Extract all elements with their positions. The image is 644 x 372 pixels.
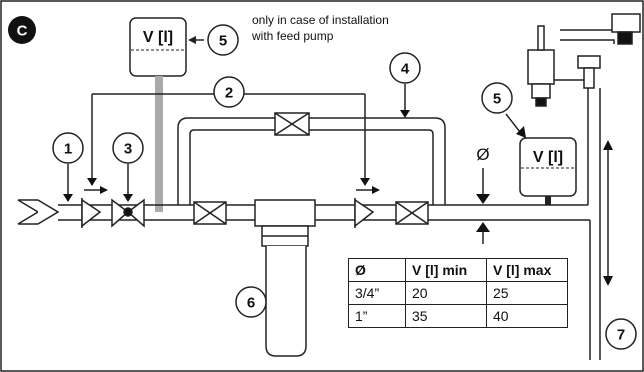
panel-badge: C xyxy=(8,16,36,44)
callout-5-top-number: 5 xyxy=(219,33,227,50)
table-header-vmax: V [l] max xyxy=(486,258,568,282)
callout-3: 3 xyxy=(112,132,144,164)
ball-valve-right xyxy=(395,201,429,225)
check-valve-1 xyxy=(81,198,102,228)
table-cell: 25 xyxy=(486,281,568,305)
callout-5-right: 5 xyxy=(481,82,513,114)
callout-7: 7 xyxy=(605,318,637,350)
height-dimension-arrow xyxy=(603,140,613,286)
panel-letter: C xyxy=(17,23,28,40)
tank-top-label: V [l] xyxy=(143,29,173,46)
leader-lines xyxy=(63,84,526,202)
callout-6: 6 xyxy=(235,286,267,318)
callout-2: 2 xyxy=(213,76,245,108)
tank-feed-pipe xyxy=(155,76,163,212)
table-row: 1” 35 40 xyxy=(348,304,568,328)
bypass-valve xyxy=(274,112,310,136)
feed-pump-note-line1: only in case of installation xyxy=(252,13,389,27)
table-cell: 40 xyxy=(486,304,568,328)
inlet-connector xyxy=(17,199,60,225)
callout-4-number: 4 xyxy=(401,61,410,78)
table-cell: 20 xyxy=(405,281,487,305)
main-pipe xyxy=(58,88,601,360)
expansion-tank-right: V [l] xyxy=(519,137,577,205)
callout-1: 1 xyxy=(52,132,84,164)
ball-valve-left xyxy=(193,201,227,225)
tank-volume-table: Ø V [l] min V [l] max 3/4” 20 25 1” 35 4… xyxy=(348,258,568,328)
table-header-row: Ø V [l] min V [l] max xyxy=(348,258,568,282)
callout-2-number: 2 xyxy=(225,85,233,102)
callout-5-top: 5 xyxy=(207,24,239,56)
table-cell: 1” xyxy=(348,304,406,328)
callout-1-number: 1 xyxy=(64,141,72,158)
table-row: 3/4” 20 25 xyxy=(348,281,568,305)
valve-3 xyxy=(111,198,145,228)
diameter-marker: Ø xyxy=(476,145,490,244)
table-cell: 35 xyxy=(405,304,487,328)
callout-4: 4 xyxy=(389,52,421,84)
callout-3-number: 3 xyxy=(124,141,132,158)
table-header-diameter: Ø xyxy=(348,258,406,282)
callout-5-right-number: 5 xyxy=(493,91,501,108)
tank-right-label: V [l] xyxy=(533,149,563,166)
table-cell: 3/4” xyxy=(348,281,406,305)
expansion-tank-top: V [l] xyxy=(129,17,187,77)
diameter-symbol: Ø xyxy=(476,145,489,164)
check-valve-right xyxy=(354,198,375,228)
faucet xyxy=(527,13,641,107)
callout-6-number: 6 xyxy=(247,295,255,312)
water-filter xyxy=(254,199,316,357)
table-header-vmin: V [l] min xyxy=(405,258,487,282)
feed-pump-note-line2: with feed pump xyxy=(251,29,334,43)
callout-7-number: 7 xyxy=(617,327,625,344)
